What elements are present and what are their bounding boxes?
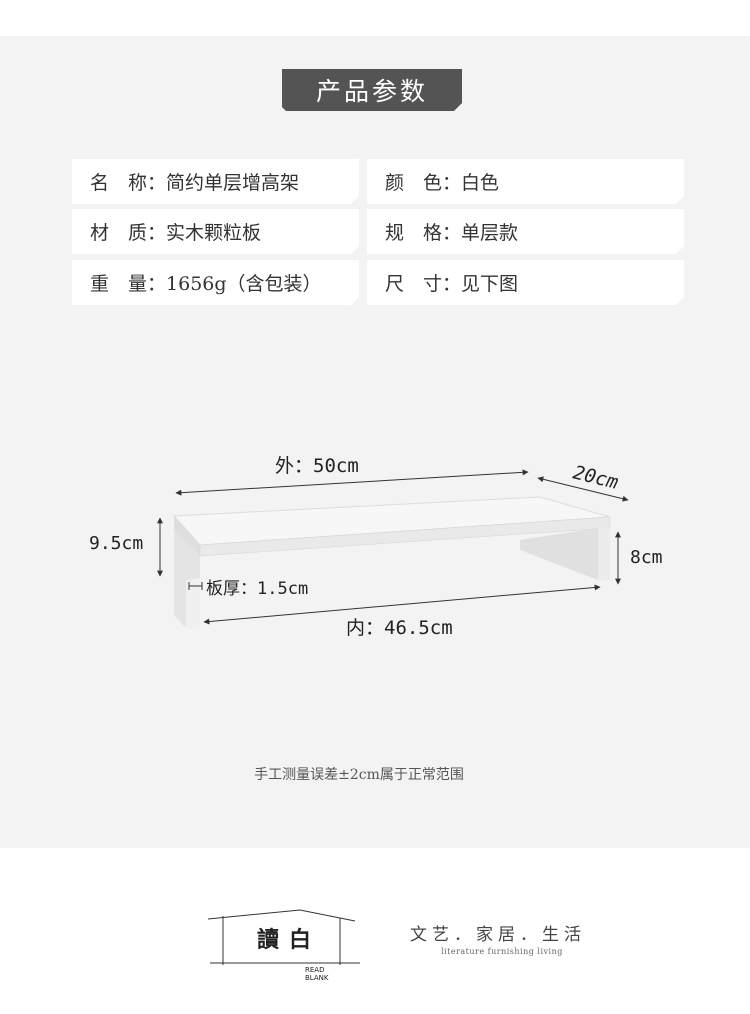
- brand-tagline: 文艺．家居．生活: [410, 925, 586, 945]
- spec-label: 尺 寸：: [385, 273, 462, 295]
- inner-length-label: 内：46.5cm: [346, 617, 453, 639]
- spec-color: 颜 色：白色: [367, 159, 684, 204]
- logo-en-line1: READ: [305, 966, 324, 974]
- spec-dimensions: 尺 寸：见下图: [367, 260, 684, 305]
- dimension-diagram: 外：50cm 20cm 9.5cm 8cm 板厚：1.5cm 内：46.5cm: [60, 440, 700, 660]
- logo-en-line2: BLANK: [305, 974, 329, 982]
- brand-tagline-en: literature furnishing living: [441, 947, 563, 956]
- depth-label: 20cm: [571, 462, 621, 494]
- inner-height-label: 8cm: [630, 547, 663, 568]
- spec-label: 重 量：: [90, 273, 167, 295]
- spec-label: 材 质：: [90, 222, 167, 244]
- spec-name: 名 称：简约单层增高架: [72, 159, 359, 204]
- depth-arrow: [537, 476, 629, 502]
- spec-weight: 重 量：1656g（含包装）: [72, 260, 359, 305]
- logo-chars: 讀白: [257, 927, 321, 953]
- spec-size-type: 规 格：单层款: [367, 209, 684, 254]
- spec-value: 白色: [461, 172, 500, 194]
- shelf-left-leg-face: [186, 578, 200, 628]
- shelf-left-edge: [174, 516, 200, 556]
- spec-value: 见下图: [461, 273, 519, 295]
- outer-length-arrow: [175, 469, 529, 496]
- inner-length-arrow: [203, 584, 601, 625]
- spec-value: 单层款: [461, 222, 519, 244]
- brand-logo: 讀白 READ BLANK: [205, 905, 365, 990]
- height-label: 9.5cm: [89, 533, 143, 554]
- shelf-drawing: 外：50cm 20cm 9.5cm 8cm 板厚：1.5cm 内：46.5cm: [89, 455, 663, 639]
- spec-value: 简约单层增高架: [166, 172, 300, 194]
- spec-value: 1656g（含包装）: [166, 273, 322, 295]
- shelf-right-leg-face: [598, 528, 610, 581]
- spec-value: 实木颗粒板: [166, 222, 262, 244]
- shelf-right-leg-inner: [520, 528, 598, 580]
- section-title: 产品参数: [315, 77, 428, 106]
- section-title-banner: 产品参数: [282, 69, 462, 111]
- spec-material: 材 质：实木颗粒板: [72, 209, 359, 254]
- outer-length-label: 外：50cm: [275, 455, 359, 477]
- spec-label: 规 格：: [385, 222, 462, 244]
- spec-label: 颜 色：: [385, 172, 462, 194]
- thickness-label: 板厚：1.5cm: [206, 579, 308, 599]
- spec-label: 名 称：: [90, 172, 167, 194]
- measurement-note: 手工测量误差±2cm属于正常范围: [254, 767, 464, 783]
